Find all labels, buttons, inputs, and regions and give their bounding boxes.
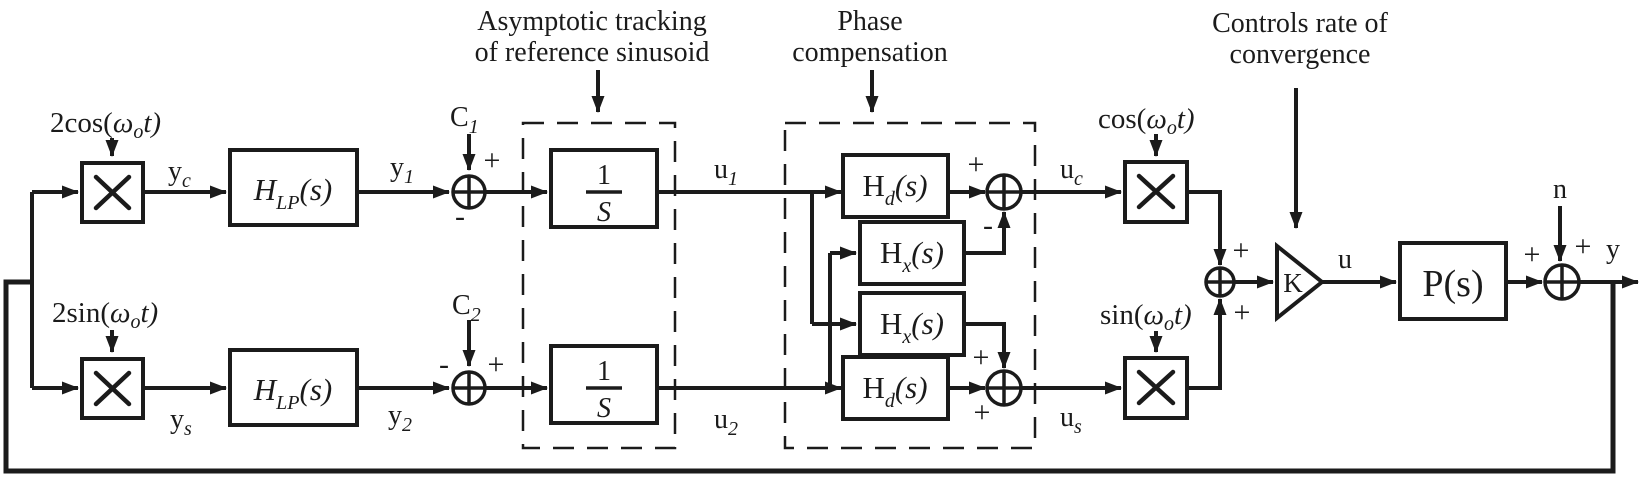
multiplier-box [1123,356,1189,420]
block-integrator-bottom: 1 S [549,344,659,425]
multiply-icon [93,370,132,407]
feedback-wire [3,279,1616,474]
sum-plus-icon [1545,265,1579,299]
multiplier-input-sin [80,357,145,420]
carrier-input-2sin: 2sin(ωot) [52,297,158,353]
sign-c1-plus: + [484,144,501,177]
block-plant: P(s) [1398,241,1508,321]
carrier-input-2cos: 2cos(ωot) [50,107,161,157]
sum-plus-icon [987,371,1021,405]
sign-y1-minus: - [455,200,465,233]
signal-u2-label: u2 [714,404,738,440]
signal-y-label: y [1606,234,1620,265]
hx-upper-box [858,220,966,286]
block-hx-lower: Hx(s) [858,291,966,357]
summing-junction-c1: C1 + - [450,102,500,233]
sign-hd-plus: + [968,148,985,181]
multiply-icon [1136,369,1176,406]
signal-yc-label: yc [168,156,191,192]
integrator-bottom-numerator: 1 [597,356,611,387]
block-hlp-bottom: HLP(s) [228,348,359,427]
integrator-bottom-denominator: S [597,393,611,424]
integrator-top-denominator: S [597,197,611,228]
multiply-icon [93,174,132,211]
wire-hx-upper-out [964,211,1011,255]
block-gain-k: K [1275,241,1326,323]
sum-plus-icon [453,176,485,208]
integrator-bottom-box [549,344,659,425]
hx-lower-label: Hx(s) [880,306,944,348]
sign-cos-plus: + [1233,234,1250,267]
signal-us-label: us [1060,402,1082,438]
carrier-cos-label: cos(ωot) [1098,103,1195,139]
carrier-2cos-label: 2cos(ωot) [50,107,161,143]
hlp-bottom-label: HLP(s) [253,372,332,414]
phase-compensation-region-box [783,121,1037,450]
sign-hx-minus: - [983,209,993,242]
annotation-phase-line1: Phase [837,6,902,37]
sign-hx-plus: + [973,341,990,374]
sum-plus-icon [1206,268,1234,296]
signal-u1-label: u1 [714,154,738,190]
block-hd-bottom: Hd(s) [841,355,950,421]
wire-cos-branch [1187,190,1227,266]
summing-junction-c2: C2 - + [439,290,505,406]
hd-top-label: Hd(s) [862,168,927,210]
signal-c2-label: C2 [452,290,481,326]
multiplier-output-sin [1123,356,1189,420]
annotation-convergence-line2: convergence [1230,39,1371,70]
signal-y1-label: y1 [390,152,414,188]
sign-noise-plus: + [1575,230,1592,263]
signal-uc-label: uc [1060,154,1083,190]
signal-u-label: u [1338,244,1352,275]
annotation-convergence: Controls rate of convergence [1212,8,1389,229]
hx-upper-label: Hx(s) [880,235,944,277]
summing-junction-uc: + - [948,148,1023,255]
wire-sin-branch [1187,298,1227,390]
summing-junction-us: + + [948,322,1023,429]
gain-triangle [1275,241,1326,323]
block-hd-top: Hd(s) [841,153,950,219]
hd-top-box [841,153,950,219]
sign-c2-plus: + [488,348,505,381]
sign-hd-plus: + [974,396,991,429]
plant-label: P(s) [1422,263,1483,305]
block-integrator-top: 1 S [549,148,659,229]
signal-n-label: n [1553,174,1567,205]
wire-hx-lower-out [964,322,1011,369]
signal-y2-label: y2 [388,400,412,436]
sum-plus-icon [987,175,1021,209]
asymptotic-tracking-region-box [521,121,677,450]
integrator-top-numerator: 1 [597,160,611,191]
signal-c1-label: C1 [450,102,479,138]
plant-box [1398,241,1508,321]
sign-y2-minus: - [439,348,449,381]
carrier-sin-label: sin(ωot) [1100,299,1192,335]
annotation-asymptotic-tracking: Asymptotic tracking of reference sinusoi… [475,6,710,113]
annotation-tracking-line2: of reference sinusoid [475,37,710,68]
summing-junction-recombine: + + [1187,190,1251,390]
multiplier-input-cos [80,161,145,224]
multiplier-output-cos [1123,160,1189,224]
sign-sin-plus: + [1234,296,1251,329]
gain-label: K [1283,268,1303,298]
carrier-demod-sin: sin(ωot) [1100,299,1192,353]
sign-plant-plus: + [1524,238,1541,271]
block-hlp-top: HLP(s) [228,148,359,227]
sum-plus-icon [453,372,485,404]
block-hx-upper: Hx(s) [858,220,966,286]
hd-bottom-label: Hd(s) [862,370,927,412]
annotation-convergence-line1: Controls rate of [1212,8,1388,39]
carrier-2sin-label: 2sin(ωot) [52,297,158,333]
annotation-phase-compensation: Phase compensation [792,6,948,113]
multiply-icon [1136,173,1176,210]
carrier-demod-cos: cos(ωot) [1098,103,1195,157]
annotation-phase-line2: compensation [792,37,948,68]
integrator-top-box [549,148,659,229]
hlp-top-box [228,148,359,227]
annotation-tracking-line1: Asymptotic tracking [477,6,706,37]
hlp-top-label: HLP(s) [253,172,332,214]
signal-ys-label: ys [170,404,192,440]
